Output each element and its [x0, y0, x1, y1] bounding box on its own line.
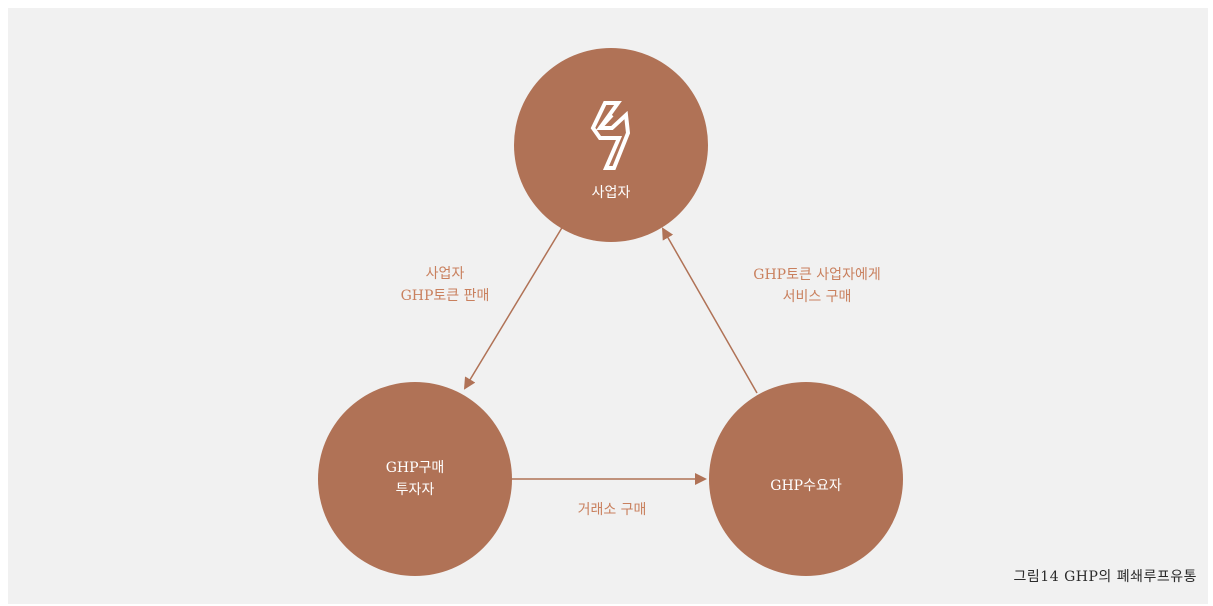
edge-right-to-top-line1: GHP토큰 사업자에게 — [753, 267, 881, 283]
node-business-label: 사업자 — [591, 185, 631, 201]
ghp-logo-icon — [590, 101, 631, 170]
node-consumer — [709, 382, 903, 576]
node-consumer-label: GHP수요자 — [770, 478, 842, 494]
edge-top-to-left-label: 사업자 GHP토큰 판매 — [401, 263, 490, 307]
edge-top-to-left — [463, 225, 564, 390]
node-business — [514, 48, 708, 242]
figure-caption: 그림14 GHP의 폐쇄루프유통 — [1013, 569, 1197, 585]
edge-right-to-top-label: GHP토큰 사업자에게 서비스 구매 — [753, 264, 880, 308]
edge-top-to-left-line1: 사업자 — [425, 266, 465, 282]
edge-right-to-top — [662, 227, 758, 394]
edge-top-to-left-line2: GHP토큰 판매 — [400, 288, 490, 304]
edge-left-to-right-label: 거래소 구매 — [577, 502, 647, 518]
node-investor-line1: GHP구매 — [385, 460, 445, 476]
node-investor-line2: 투자자 — [395, 482, 435, 498]
edge-right-to-top-line2: 서비스 구매 — [782, 289, 852, 305]
node-investor — [318, 382, 512, 576]
node-investor-label: GHP구매 투자자 — [386, 457, 445, 501]
